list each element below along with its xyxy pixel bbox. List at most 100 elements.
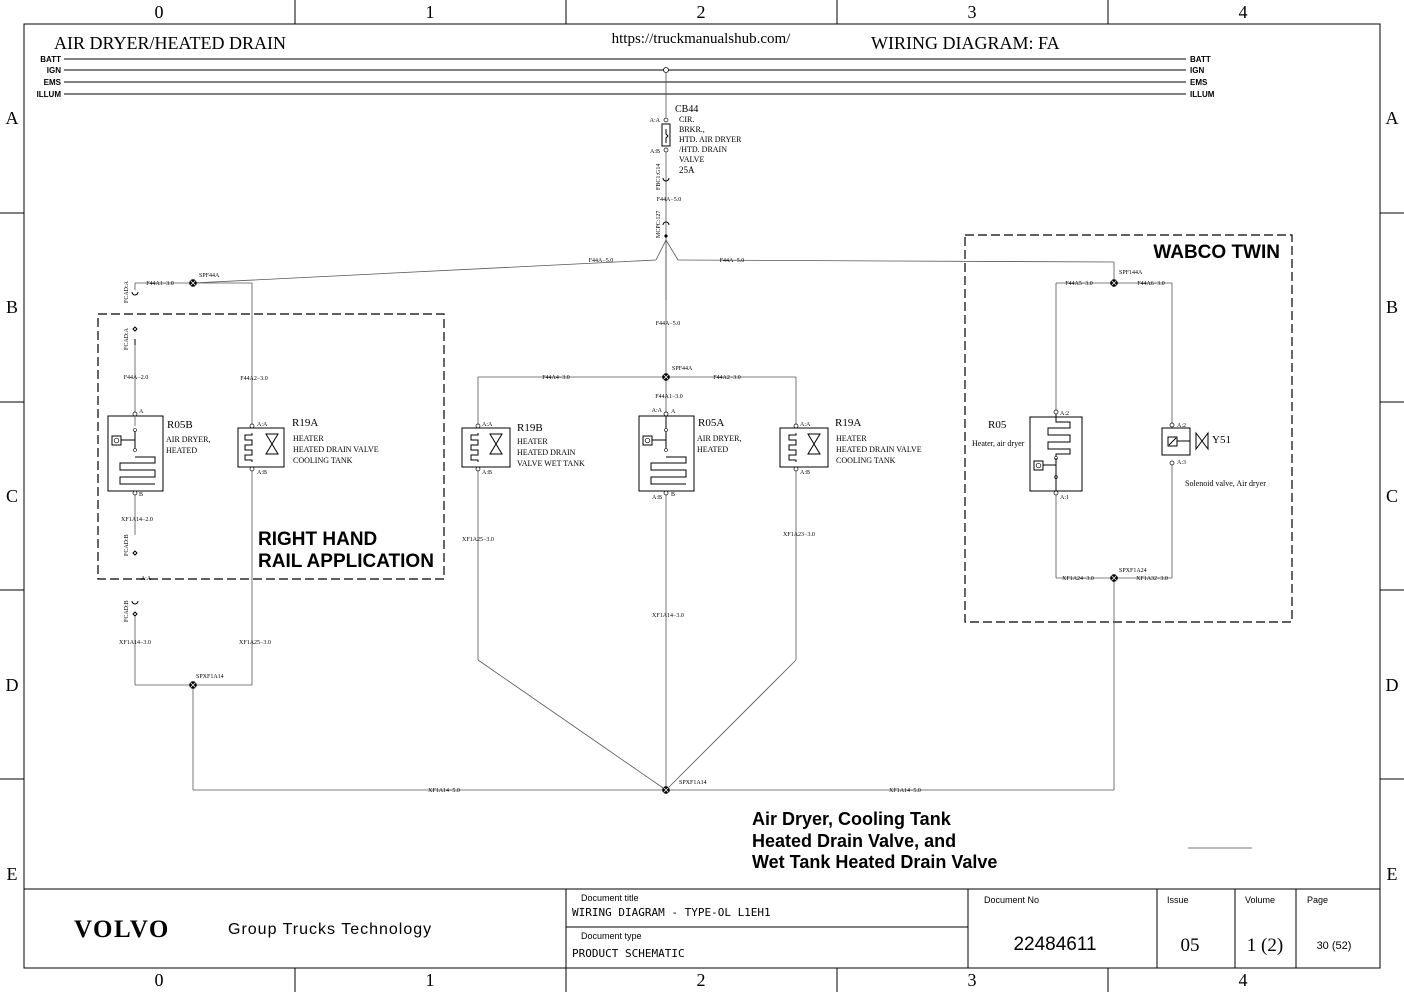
r05-pin-a: A:2	[1060, 411, 1069, 417]
r19a-right-pin-b: A:B	[800, 470, 810, 476]
page-label: Page	[1307, 895, 1328, 905]
splice-spf44a-left: SPF44A	[189, 273, 220, 287]
wire-label-f44a-left-vertical: F44A−2.0	[124, 375, 149, 381]
circuit-breaker-cb44: CB44 CIR. BRKR., HTD. AIR DRYER /HTD. DR…	[650, 67, 742, 300]
wire-label-f44a1-left: F44A1−3.0	[146, 281, 174, 287]
r19a-left-line-3: COOLING TANK	[293, 456, 353, 465]
r19a-right-pin-a: A:A	[800, 422, 811, 428]
r19a-left-pin-a: A:A	[257, 422, 268, 428]
connector-fcad-a-top: FCAD:A	[124, 280, 130, 303]
zone-row-d-right: D	[1386, 675, 1399, 695]
connector-fcad-b-top: FCAD:B	[124, 534, 130, 556]
r05a-id: R05A	[698, 417, 724, 429]
page-number: 30 (52)	[1317, 940, 1352, 952]
feed-wires: F44A−5.0 F44A−5.0 F44A−5.0	[192, 239, 1115, 377]
doc-title: WIRING DIAGRAM - TYPE-OL L1EH1	[572, 906, 771, 919]
r19a-left-line-2: HEATED DRAIN VALVE	[293, 445, 379, 454]
splice-spf44a-left-label: SPF44A	[199, 273, 220, 279]
cb44-line-6: 25A	[679, 165, 695, 175]
wire-label-f44a6: F44A6−3.0	[1137, 281, 1165, 287]
component-r19a-right: R19A HEATER HEATED DRAIN VALVE COOLING T…	[779, 417, 922, 476]
component-r19a-left: R19A HEATER HEATED DRAIN VALVE COOLING T…	[237, 417, 379, 476]
y51-id: Y51	[1212, 434, 1231, 446]
bus-label-illum-right: ILLUM	[1190, 90, 1215, 99]
caption-line-2: Heated Drain Valve, and	[752, 831, 956, 851]
zone-col-1-top: 1	[426, 2, 435, 22]
zone-col-4-top: 4	[1239, 2, 1248, 22]
org-name: Group Trucks Technology	[228, 921, 432, 938]
r05a-line-2: HEATED	[697, 445, 728, 454]
middle-section-wires: F44A4−3.0 F44A2−3.0 F44A1−3.0 XF1A25−3.0…	[462, 375, 815, 791]
wire-label-f44a-left: F44A−5.0	[589, 258, 614, 264]
splice-spxf1a24-label: SPXF1A24	[1119, 568, 1147, 574]
diagram-title: AIR DRYER/HEATED DRAIN	[54, 33, 286, 53]
cb44-line-4: /HTD. DRAIN	[679, 145, 727, 154]
bus-label-illum-left: ILLUM	[37, 90, 62, 99]
zone-col-0-bottom: 0	[155, 970, 164, 990]
wabco-twin-label: WABCO TWIN	[1153, 242, 1280, 263]
splice-spxf1a14-left-label: SPXF1A14	[196, 674, 224, 680]
wire-label-f44a2-mid: F44A2−3.0	[713, 375, 741, 381]
r05b-pin-a: A	[139, 409, 144, 415]
wire-label-f44a4: F44A4−3.0	[542, 375, 570, 381]
zone-row-c-left: C	[6, 486, 18, 506]
splice-spxf1a14-bottom: SPXF1A14	[662, 780, 707, 794]
splice-points: SPF44A SPF44A SPF144A SPXF1A14 SPXF1A14	[189, 270, 1147, 794]
r05-desc: Heater, air dryer	[972, 439, 1025, 448]
rail-label-line-1: RIGHT HAND	[258, 529, 377, 550]
y51-desc: Solenoid valve, Air dryer	[1185, 479, 1266, 488]
component-r05a: R05A AIR DRYER, HEATED A:A A A:B B	[638, 408, 741, 501]
caption-line-3: Wet Tank Heated Drain Valve	[752, 852, 997, 872]
zone-row-c-right: C	[1386, 486, 1398, 506]
r05-pin-b: A:1	[1060, 495, 1069, 501]
doc-type: PRODUCT SCHEMATIC	[572, 947, 685, 960]
caption-line-1: Air Dryer, Cooling Tank	[752, 809, 952, 829]
wire-label-xf1a32-30: XF1A32−3.0	[1136, 576, 1168, 582]
r19a-left-line-1: HEATER	[293, 434, 324, 443]
r19b-line-1: HEATER	[517, 437, 548, 446]
wire-label-f44a-right: F44A−5.0	[720, 258, 745, 264]
doc-no: 22484611	[1013, 934, 1096, 955]
wire-label-f44a2-left: F44A2−3.0	[240, 376, 268, 382]
zone-col-0-top: 0	[155, 2, 164, 22]
zone-row-b-left: B	[6, 297, 18, 317]
zone-col-4-bottom: 4	[1239, 970, 1248, 990]
source-url: https://truckmanualshub.com/	[612, 31, 792, 47]
zone-row-a-left: A	[6, 108, 19, 128]
bus-label-ems-left: EMS	[44, 78, 62, 87]
zone-col-2-top: 2	[697, 2, 706, 22]
diagram-code: WIRING DIAGRAM: FA	[871, 33, 1060, 53]
connector-fcad-b-bot: FCAD:B	[124, 600, 130, 622]
splice-spxf1a14-left: SPXF1A14	[189, 674, 224, 689]
r19b-line-3: VALVE WET TANK	[517, 459, 585, 468]
r19a-right-line-3: COOLING TANK	[836, 456, 896, 465]
r05b-id: R05B	[167, 419, 193, 431]
wire-label-f44a5: F44A5−3.0	[1065, 281, 1093, 287]
r19a-right-line-1: HEATER	[836, 434, 867, 443]
wire-label-xf1a24-30: XF1A24−3.0	[1062, 576, 1094, 582]
wire-label-xf1a14-50-right: XF1A14−5.0	[889, 788, 921, 794]
component-r19b: R19B HEATER HEATED DRAIN VALVE WET TANK …	[461, 422, 585, 476]
zone-row-e-right: E	[1387, 864, 1398, 884]
splice-spf44a-mid-label: SPF44A	[672, 366, 693, 372]
r05-id: R05	[988, 419, 1007, 431]
component-r05b: R05B AIR DRYER, HEATED A B	[107, 409, 210, 498]
connector-mcpc-127: MCPC:127	[656, 211, 662, 238]
r05b-line-2: HEATED	[166, 446, 197, 455]
zone-row-b-right: B	[1386, 297, 1398, 317]
title-block: VOLVO Group Trucks Technology Document t…	[23, 888, 1381, 969]
splice-spf44a-mid: SPF44A	[662, 366, 693, 381]
power-buses: BATT IGN EMS ILLUM BATT IGN EMS ILLUM	[37, 55, 1215, 99]
zone-row-a-right: A	[1386, 108, 1399, 128]
r19b-pin-a: A:A	[482, 422, 493, 428]
cb44-id: CB44	[675, 104, 698, 115]
wire-label-f44a-top: F44A−5.0	[657, 197, 682, 203]
volvo-logo: VOLVO	[74, 916, 170, 943]
wire-label-xf1a14-50-left: XF1A14−5.0	[428, 788, 460, 794]
doc-no-label: Document No	[984, 895, 1039, 905]
right-hand-rail-group: RIGHT HAND RAIL APPLICATION	[97, 313, 445, 580]
connector-aa-label: A:A	[141, 576, 152, 582]
wire-label-f44a-mid: F44A−5.0	[656, 321, 681, 327]
connector-fcad-a-bot: FCAD:A	[124, 327, 130, 350]
